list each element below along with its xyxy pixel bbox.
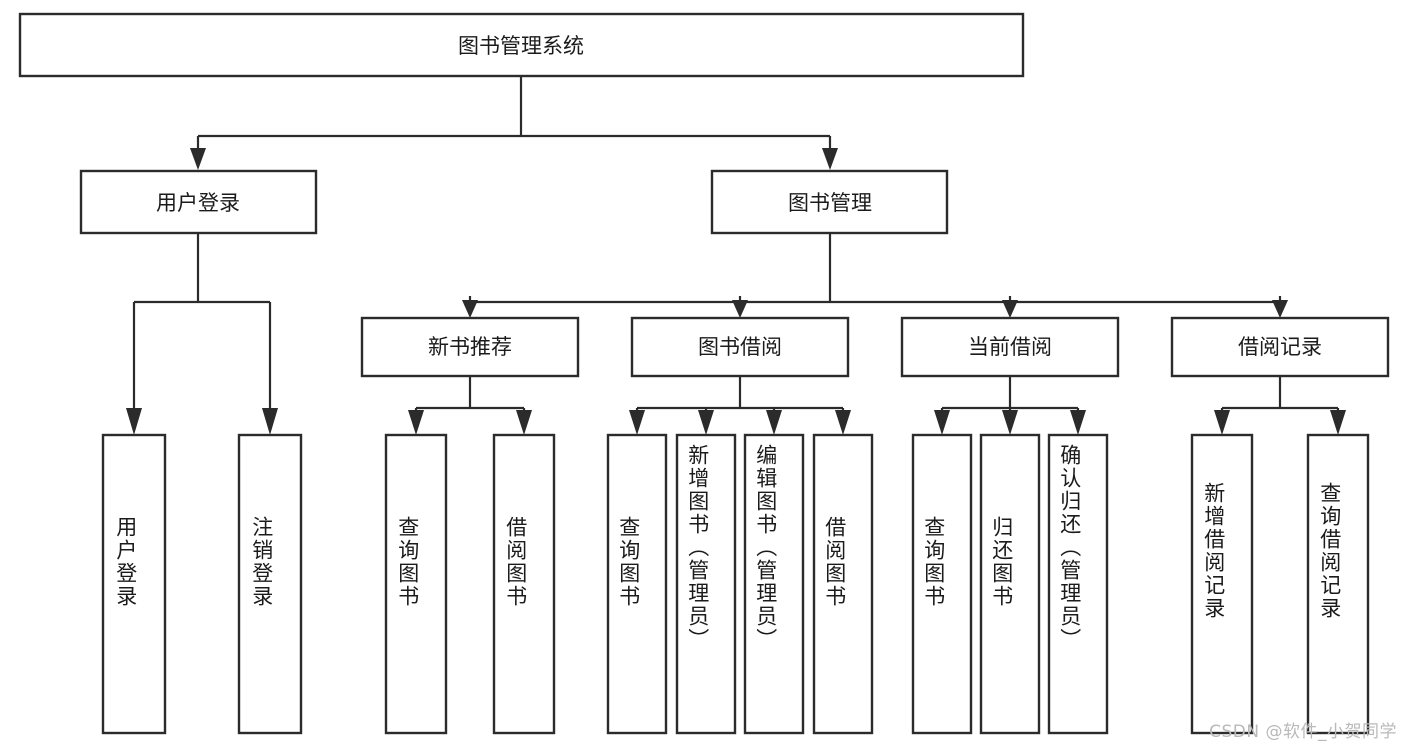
node-root-box[interactable] [18, 12, 1025, 78]
node-current-borrow[interactable]: 当前借阅 [900, 316, 1120, 378]
node-borrow-record-label: 借阅记录 [1238, 335, 1322, 359]
arrow-head-new-book-recommend [462, 300, 478, 318]
node-leaf-user-logout-label: 注销登录 [250, 516, 274, 608]
node-book-manage[interactable]: 图书管理 [710, 169, 949, 235]
arrow-head-leaf-user-logout [262, 408, 278, 435]
node-new-book-recommend-box[interactable] [360, 316, 580, 378]
node-leaf-query-book-1-box[interactable] [384, 433, 448, 735]
node-leaf-borrow-book-1-label: 借阅图书 [504, 516, 528, 608]
node-root-label: 图书管理系统 [458, 34, 584, 58]
node-leaf-query-record[interactable]: 查询借阅记录 [1306, 433, 1370, 735]
node-leaf-add-record-label: 新增借阅记录 [1202, 482, 1226, 620]
connector-layer [126, 77, 1346, 435]
node-leaf-query-book-3-box[interactable] [911, 433, 973, 735]
node-user-login-box[interactable] [79, 169, 318, 235]
node-leaf-add-book[interactable]: 新增图书（管理员） [675, 433, 737, 735]
node-leaf-query-record-box[interactable] [1306, 433, 1370, 735]
node-leaf-confirm-return-box[interactable] [1047, 433, 1109, 735]
arrow-head-leaf-return-book [1002, 410, 1018, 435]
node-leaf-borrow-book-1-box[interactable] [492, 433, 556, 735]
arrow-head-current-borrow [1002, 300, 1018, 318]
node-leaf-edit-book[interactable]: 编辑图书（管理员） [743, 433, 805, 735]
node-book-borrow-box[interactable] [630, 316, 850, 378]
node-leaf-user-logout-box[interactable] [237, 433, 303, 735]
arrow-head-leaf-query-record [1330, 410, 1346, 435]
arrow-head-borrow-record [1272, 300, 1288, 318]
node-leaf-query-book-1-label: 查询图书 [396, 516, 420, 608]
arrow-head-leaf-user-login [126, 408, 142, 435]
node-borrow-record[interactable]: 借阅记录 [1170, 316, 1390, 378]
node-book-manage-box[interactable] [710, 169, 949, 235]
node-leaf-return-book-box[interactable] [979, 433, 1041, 735]
arrow-head-leaf-confirm-return [1070, 410, 1086, 435]
node-leaf-query-book-2[interactable]: 查询图书 [606, 433, 668, 735]
node-leaf-add-record[interactable]: 新增借阅记录 [1190, 433, 1254, 735]
arrow-head-book-manage [822, 148, 838, 170]
node-leaf-return-book-label: 归还图书 [990, 516, 1014, 608]
node-leaf-confirm-return[interactable]: 确认归还（管理员） [1047, 433, 1109, 735]
arrow-head-leaf-borrow-book-2 [835, 410, 851, 435]
node-leaf-return-book[interactable]: 归还图书 [979, 433, 1041, 735]
node-leaf-query-book-2-box[interactable] [606, 433, 668, 735]
node-leaf-add-book-box[interactable] [675, 433, 737, 735]
node-leaf-user-login-label: 用户登录 [114, 516, 138, 608]
node-leaf-query-book-3[interactable]: 查询图书 [911, 433, 973, 735]
node-leaf-query-book-2-label: 查询图书 [617, 516, 641, 608]
arrow-head-leaf-borrow-book-1 [516, 410, 532, 435]
arrow-head-leaf-query-book-3 [934, 410, 950, 435]
node-leaf-user-login[interactable]: 用户登录 [101, 433, 167, 735]
arrow-head-user-login [190, 148, 206, 170]
node-book-manage-label: 图书管理 [788, 191, 872, 215]
arrow-head-leaf-add-book [698, 410, 714, 435]
node-user-login[interactable]: 用户登录 [79, 169, 318, 235]
node-leaf-query-record-label: 查询借阅记录 [1318, 482, 1342, 620]
node-current-borrow-label: 当前借阅 [968, 335, 1052, 359]
node-leaf-query-book-1[interactable]: 查询图书 [384, 433, 448, 735]
arrow-head-book-borrow [732, 300, 748, 318]
csdn-watermark: CSDN @软件_小贺同学 [1209, 722, 1397, 742]
node-leaf-edit-book-label: 编辑图书（管理员） [754, 444, 778, 651]
node-leaf-add-record-box[interactable] [1190, 433, 1254, 735]
node-leaf-borrow-book-2-box[interactable] [812, 433, 874, 735]
arrow-head-leaf-query-book-1 [408, 410, 424, 435]
node-leaf-borrow-book-2-label: 借阅图书 [823, 516, 847, 608]
node-leaf-confirm-return-label: 确认归还（管理员） [1058, 444, 1082, 651]
node-user-login-label: 用户登录 [156, 191, 240, 215]
node-new-book-recommend-label: 新书推荐 [428, 335, 512, 359]
node-new-book-recommend[interactable]: 新书推荐 [360, 316, 580, 378]
node-book-borrow-label: 图书借阅 [698, 335, 782, 359]
node-current-borrow-box[interactable] [900, 316, 1120, 378]
arrow-head-leaf-add-record [1214, 410, 1230, 435]
node-root[interactable]: 图书管理系统 [18, 12, 1025, 78]
node-borrow-record-box[interactable] [1170, 316, 1390, 378]
node-leaf-edit-book-box[interactable] [743, 433, 805, 735]
node-leaf-borrow-book-2[interactable]: 借阅图书 [812, 433, 874, 735]
node-book-borrow[interactable]: 图书借阅 [630, 316, 850, 378]
node-leaf-add-book-label: 新增图书（管理员） [686, 444, 710, 651]
arrow-head-leaf-edit-book [766, 410, 782, 435]
node-leaf-user-login-box[interactable] [101, 433, 167, 735]
arrow-head-leaf-query-book-2 [629, 410, 645, 435]
node-leaf-query-book-3-label: 查询图书 [922, 516, 946, 608]
node-leaf-borrow-book-1[interactable]: 借阅图书 [492, 433, 556, 735]
node-leaf-user-logout[interactable]: 注销登录 [237, 433, 303, 735]
